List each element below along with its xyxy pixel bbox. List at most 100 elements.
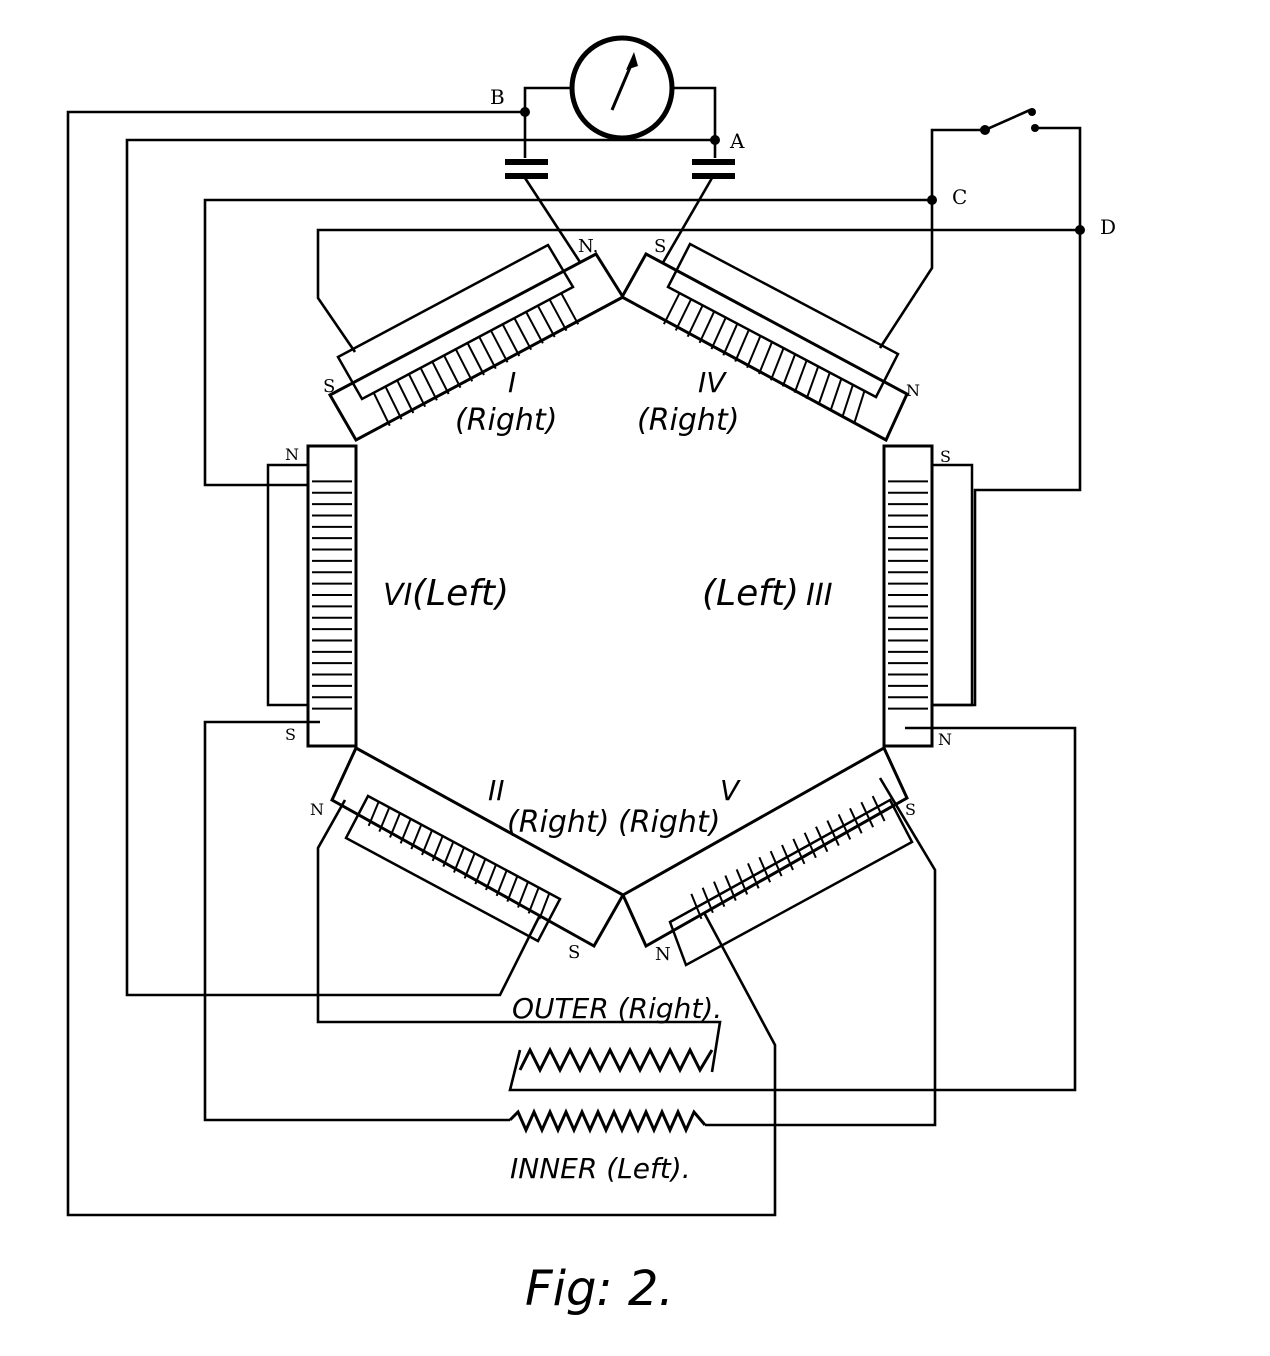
- coil-IV-pole-s: S: [654, 236, 666, 257]
- terminal-a-label: A: [729, 129, 745, 153]
- winding-line: [724, 875, 737, 901]
- coil-V-label: (Right): [618, 805, 720, 840]
- wire-ii-n: [316, 799, 722, 1073]
- winding-line: [442, 841, 455, 868]
- winding-line: [431, 361, 450, 395]
- winding-line: [792, 838, 806, 865]
- winding-line: [747, 862, 760, 889]
- terminal-c-label: C: [952, 185, 967, 209]
- coil-VI: [266, 444, 358, 748]
- winding-line: [463, 852, 476, 879]
- winding-line: [769, 347, 785, 381]
- coil-V-pole-n: N: [655, 944, 671, 965]
- coil-II-label: (Right): [507, 805, 609, 840]
- winding-line: [384, 386, 403, 420]
- winding-line: [758, 341, 773, 375]
- winding-line: [454, 348, 474, 382]
- coil-III-label: (Left): [702, 573, 799, 614]
- winding-line: [525, 311, 544, 344]
- coil-V: [621, 745, 914, 967]
- coil-VI-pole-n: N: [285, 445, 299, 464]
- wire-vi-bottom: [203, 720, 510, 1122]
- inner-resistor: [508, 1108, 707, 1134]
- winding-line: [746, 335, 762, 369]
- coil-VI-label: (Left): [412, 573, 509, 614]
- galvanometer-lead-b: [523, 86, 572, 115]
- winding-line: [560, 292, 580, 325]
- winding-line: [389, 812, 401, 838]
- capacitor-icon: [505, 159, 735, 179]
- wire-b-outer-loop: [66, 110, 777, 1217]
- coil-I-pole-n: N.: [578, 236, 598, 257]
- coil-II-pole-n: N: [310, 800, 324, 819]
- terminal-b-label: B: [490, 85, 505, 109]
- coil-VI-numeral: VI: [383, 578, 413, 613]
- coil-II-numeral: II: [488, 774, 505, 807]
- winding-line: [419, 367, 438, 401]
- winding-line: [501, 323, 521, 357]
- wire-iii-bottom: [508, 726, 1077, 1092]
- winding-line: [527, 887, 540, 914]
- winding-line: [713, 881, 726, 908]
- winding-line: [698, 311, 716, 344]
- coil-III-numeral: III: [806, 578, 833, 613]
- winding-line: [690, 893, 703, 920]
- winding-line: [536, 305, 556, 338]
- winding-line: [829, 378, 843, 412]
- outer-resistor: [518, 1046, 714, 1074]
- winding-line: [410, 824, 423, 850]
- winding-line: [805, 366, 820, 400]
- winding-line: [399, 818, 412, 844]
- outer-resistor-label: OUTER (Right).: [512, 992, 722, 1025]
- wire-c: [203, 198, 932, 487]
- wire-d: [316, 228, 1080, 353]
- coil-III: [882, 444, 974, 748]
- resistor-icon: [508, 1046, 714, 1134]
- switch-icon: [930, 108, 1082, 230]
- winding-line: [431, 835, 444, 862]
- winding-line: [474, 858, 487, 885]
- winding-line: [769, 850, 783, 877]
- wire-v-s: [705, 777, 937, 1127]
- winding-line: [485, 864, 497, 891]
- coil-IV: [619, 242, 909, 443]
- winding-line: [513, 317, 532, 351]
- winding-line: [710, 317, 727, 350]
- coil-V-pole-s: S: [905, 800, 916, 819]
- winding-line: [662, 292, 681, 325]
- winding-line: [517, 881, 529, 908]
- winding-line: [453, 847, 465, 873]
- wire-c-down: [878, 200, 934, 349]
- winding-line: [538, 892, 551, 920]
- winding-line: [686, 304, 704, 338]
- winding-line: [793, 359, 808, 394]
- coil-IV-numeral: IV: [698, 366, 727, 399]
- winding-line: [781, 353, 797, 387]
- winding-line: [803, 832, 817, 859]
- winding-line: [548, 298, 568, 332]
- coil-IV-pole-n: N: [906, 381, 920, 400]
- figure-caption: Fig: 2.: [525, 1261, 674, 1317]
- winding-line: [849, 807, 863, 834]
- winding-line: [853, 390, 866, 425]
- coil-VI-pole-s: S: [285, 725, 296, 744]
- winding-line: [841, 384, 854, 418]
- winding-line: [734, 329, 750, 362]
- winding-line: [407, 373, 427, 408]
- winding-line: [781, 844, 794, 871]
- winding-line: [701, 887, 714, 914]
- winding-line: [367, 801, 380, 827]
- winding-line: [722, 323, 739, 356]
- coil-III-pole-s: S: [940, 447, 951, 466]
- winding-line: [506, 875, 519, 903]
- winding-line: [396, 379, 415, 414]
- winding-line: [421, 829, 433, 856]
- winding-line: [758, 856, 772, 883]
- coil-I-pole-s: S: [323, 376, 335, 397]
- winding-line: [478, 336, 497, 370]
- winding-line: [860, 801, 875, 828]
- coil-V-numeral: V: [720, 774, 741, 807]
- coil-II-pole-s: S: [568, 942, 580, 963]
- winding-line: [372, 392, 391, 427]
